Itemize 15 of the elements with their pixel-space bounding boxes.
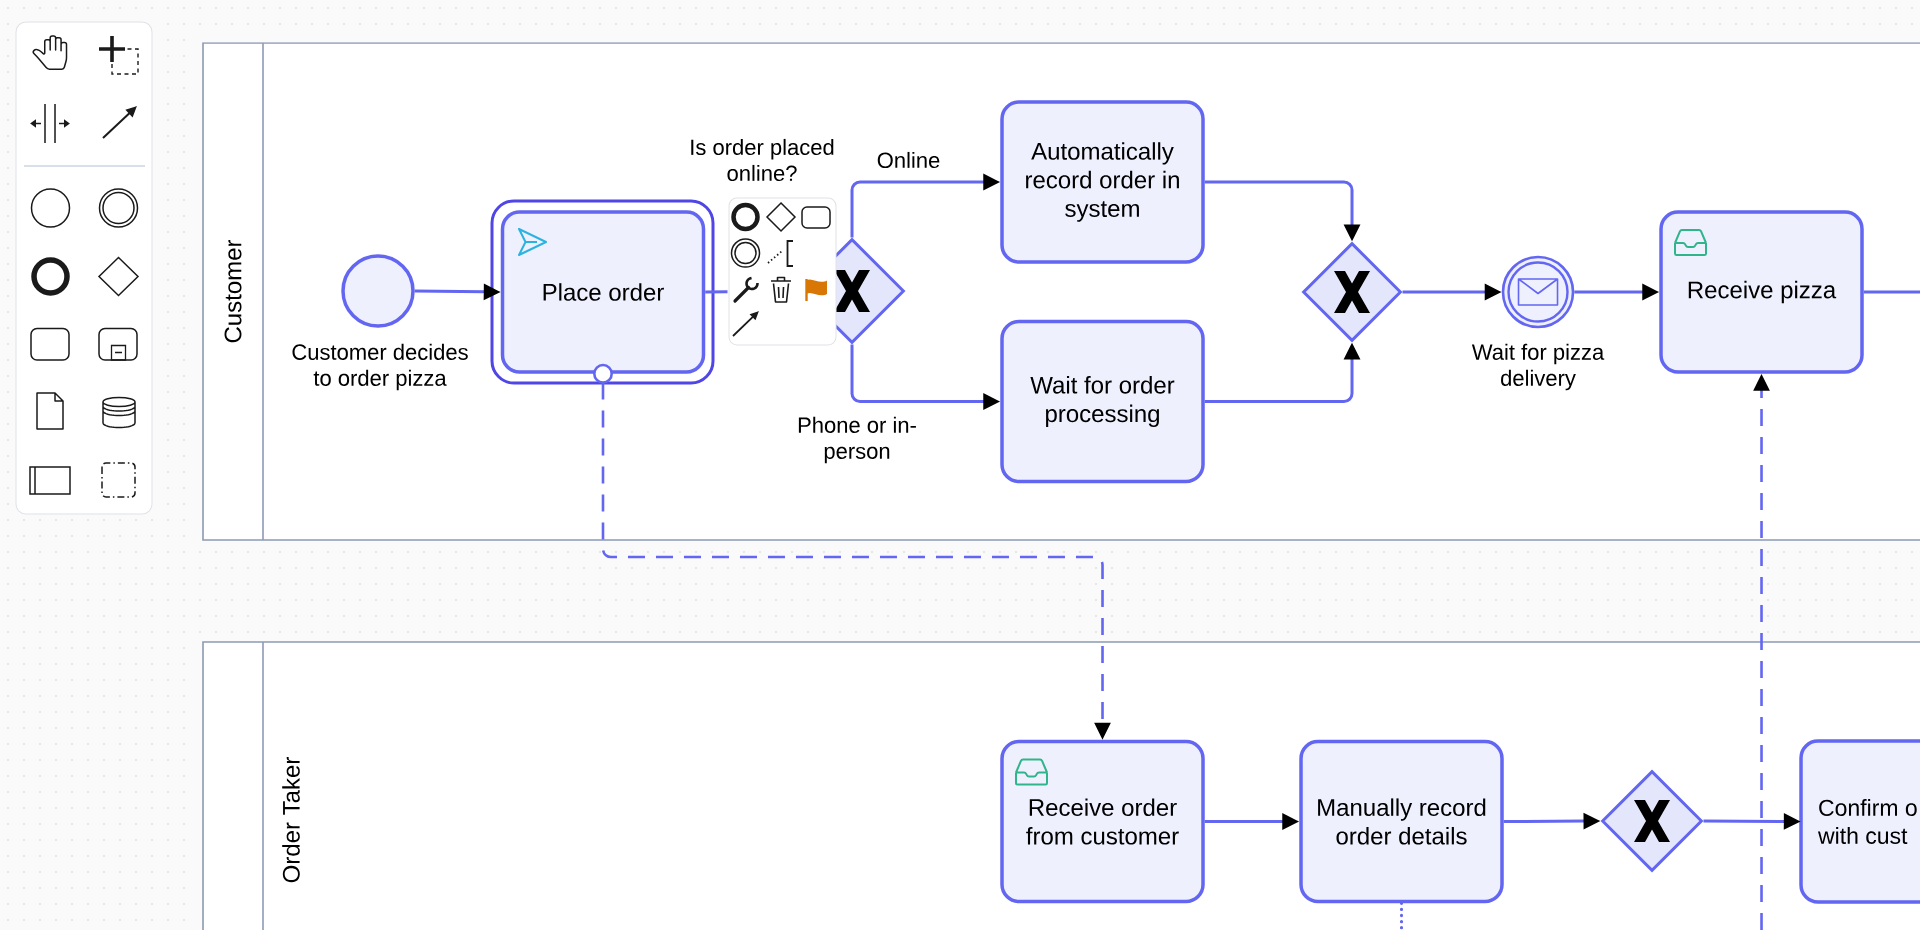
task-box: Confirm o with cust: [1799, 739, 1920, 904]
edge-label: Online: [877, 151, 940, 169]
dotted-line: [1399, 901, 1404, 930]
node-label: Wait for pizza delivery: [1471, 343, 1605, 391]
task-box: Automatically record order in system: [1000, 100, 1205, 264]
connector-line: [705, 290, 728, 294]
edge-label: Phone or in-person: [798, 416, 916, 464]
task-box: Receive order from customer: [1000, 739, 1205, 904]
task-box: Receive pizza: [1659, 210, 1864, 374]
task-box: Place order: [500, 210, 706, 374]
node-label: Customer decides to order pizza: [292, 343, 468, 391]
task-box: Manually record order details: [1299, 739, 1504, 904]
connector-line: [1863, 290, 1920, 294]
text-label: Is order placed online?: [691, 138, 834, 182]
task-box: Wait for order processing: [1000, 319, 1205, 484]
